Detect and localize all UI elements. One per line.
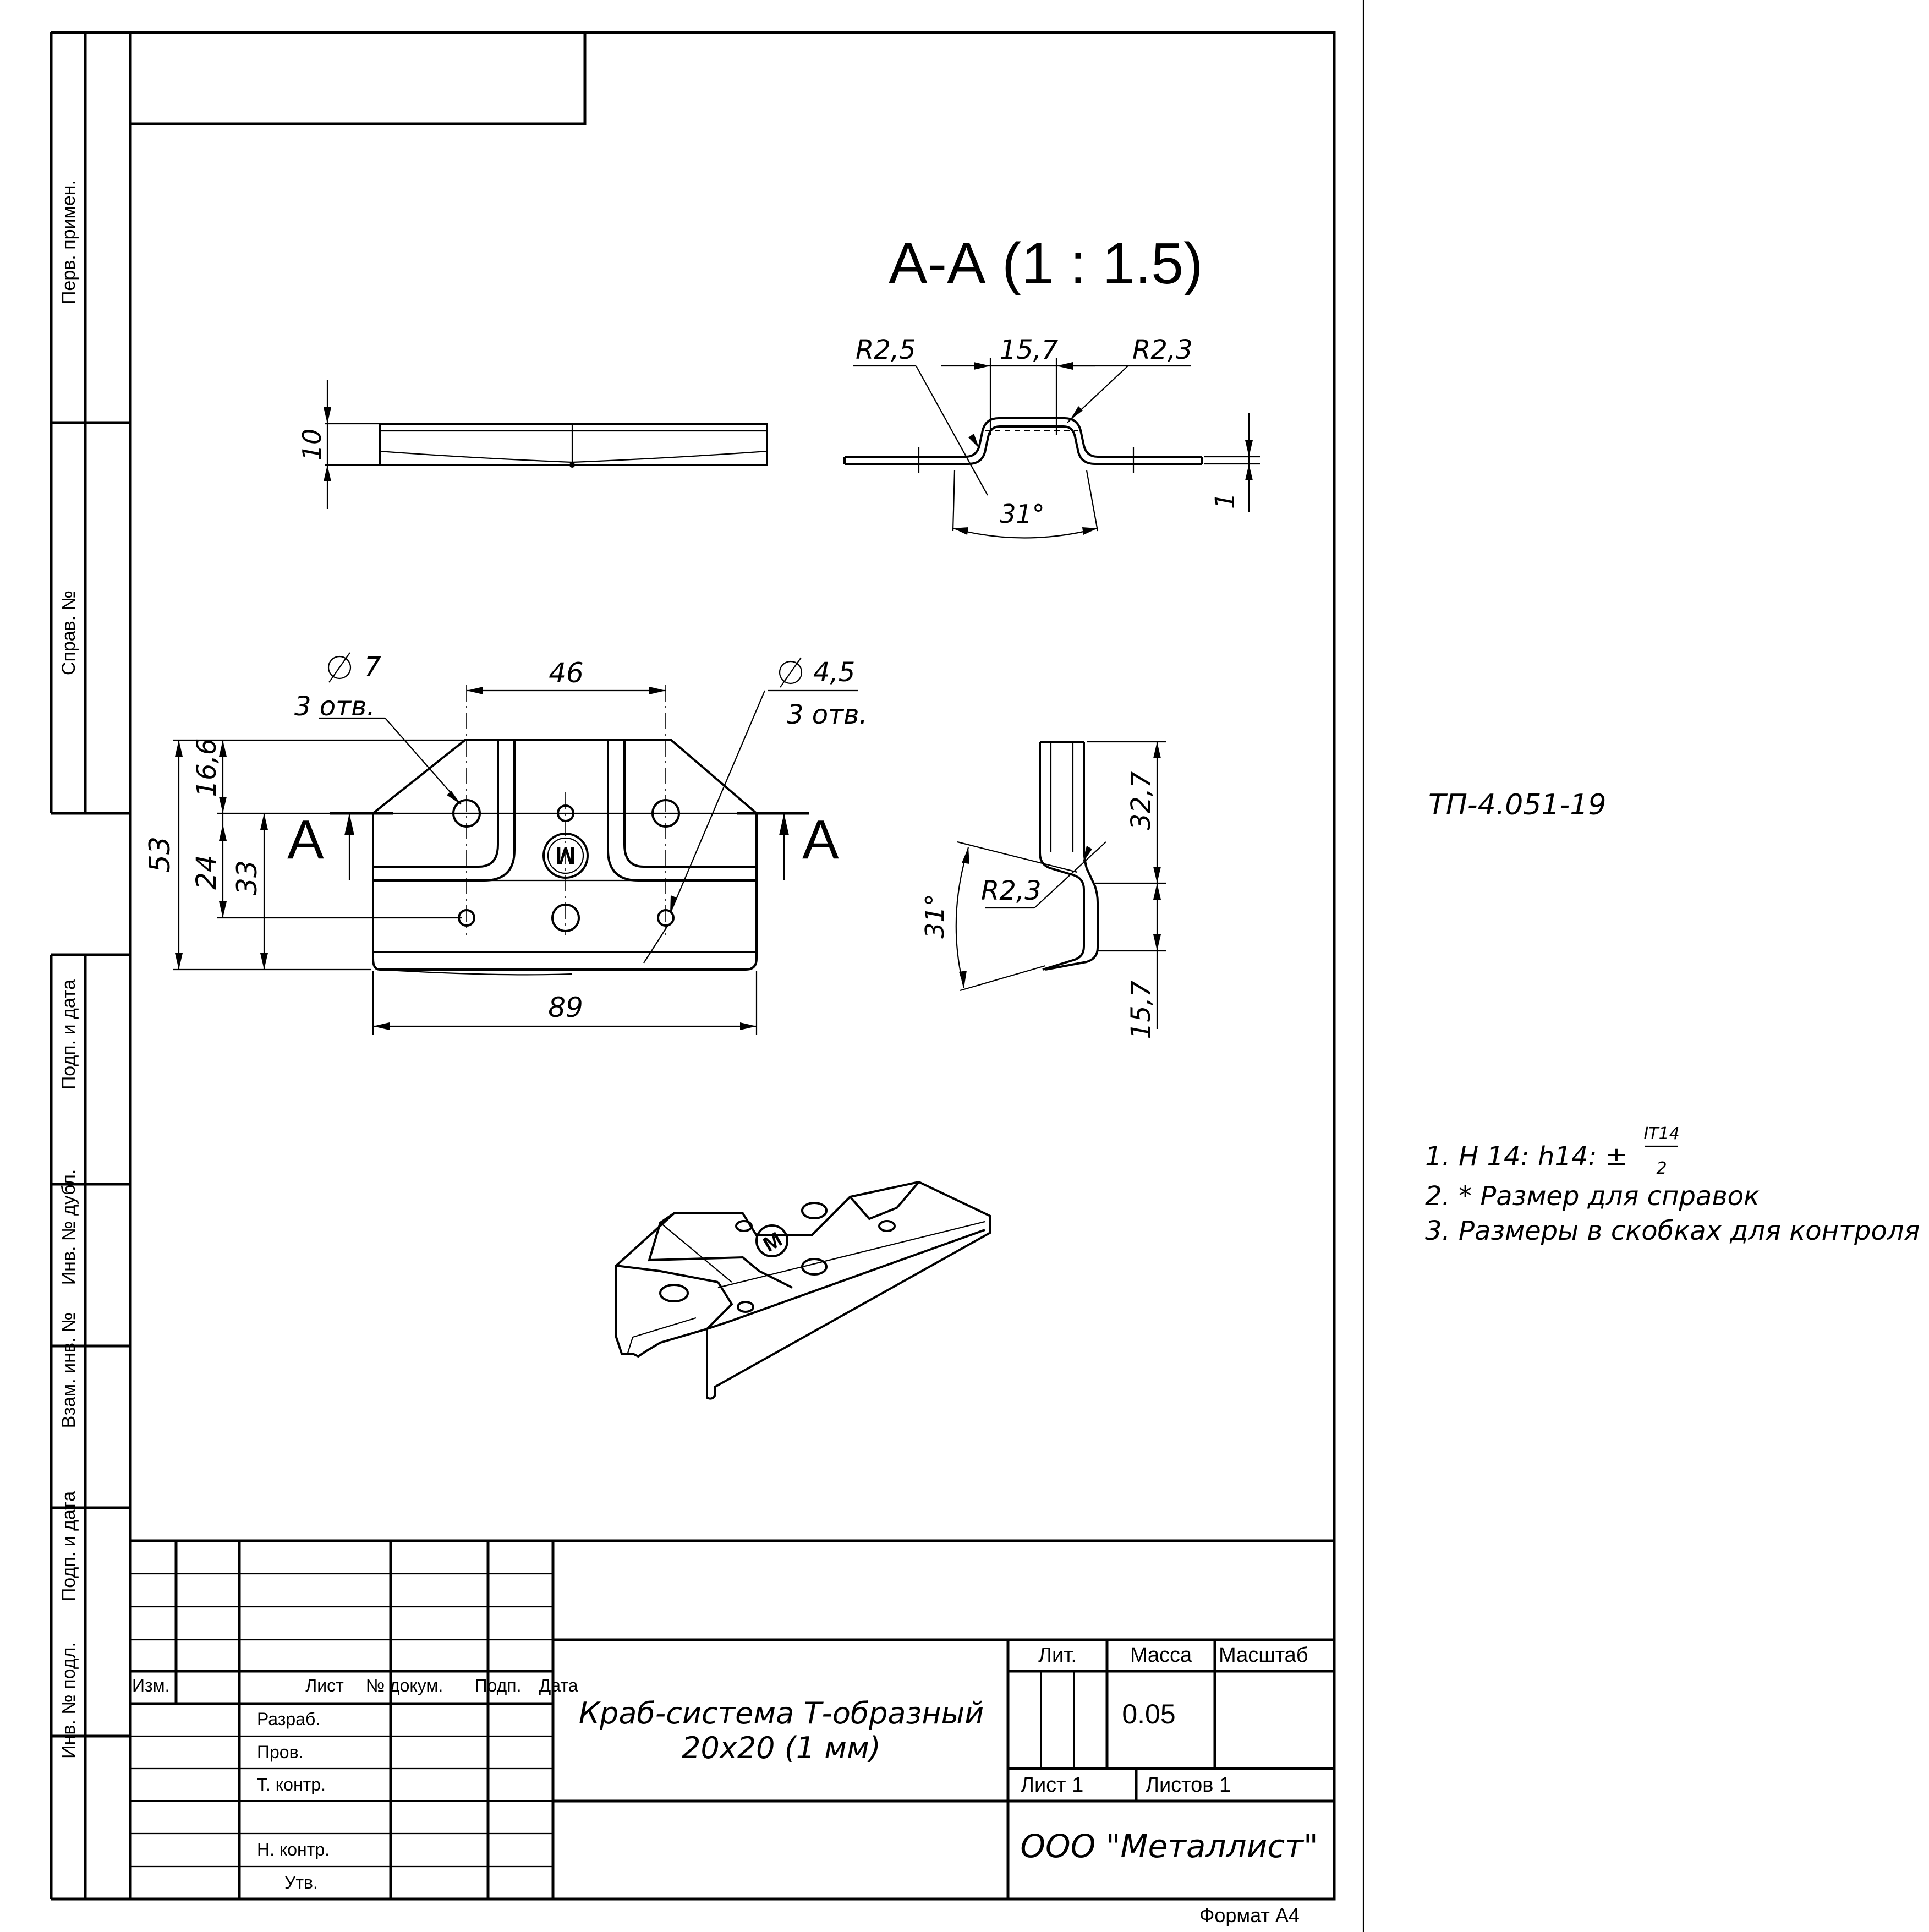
top-view-elevation	[324, 380, 768, 509]
col-list: Лист	[305, 1676, 344, 1695]
dim-16-6: 16,6	[191, 738, 222, 797]
row-utv: Утв.	[284, 1873, 318, 1892]
drawing-code: ТП-4.051-19	[1428, 789, 1606, 822]
format-label: Формат А4	[1199, 1904, 1300, 1926]
note-2: 2. * Размер для справок	[1425, 1181, 1760, 1212]
dim-r-left: R2,5	[856, 335, 916, 365]
dim-radius-side: R2,3	[981, 875, 1042, 906]
section-title: А-А (1 : 1.5)	[889, 231, 1203, 296]
stamp-inv-no-dubl: Инв. № дубл.	[58, 1169, 79, 1285]
sheet-frame	[129, 0, 1364, 1932]
dim-thickness-1: 1	[1210, 492, 1241, 510]
section-mark-right: А	[802, 809, 839, 871]
logo-letter: М	[556, 842, 576, 869]
title-block-grid	[130, 1539, 1334, 1899]
isometric-view: М	[615, 1180, 991, 1400]
hole-large-count: 3 отв.	[294, 691, 375, 722]
col-podp: Подп.	[475, 1676, 522, 1695]
company-name: ООО "Металлист"	[1020, 1827, 1318, 1865]
left-stamp-columns	[50, 31, 130, 1901]
hdr-massa: Масса	[1130, 1644, 1192, 1667]
part-name-line2: 20х20 (1 мм)	[682, 1731, 881, 1765]
stamp-inv-no-podl: Инв. № подл.	[58, 1642, 79, 1759]
note-1-numerator: IT14	[1643, 1124, 1679, 1143]
hdr-lit: Лит.	[1038, 1644, 1077, 1667]
row-t-kontr: Т. контр.	[257, 1775, 326, 1794]
note-3: 3. Размеры в скобках для контроля	[1425, 1216, 1920, 1246]
col-n-dokum: № докум.	[366, 1676, 443, 1695]
dim-24: 24	[190, 855, 222, 890]
dim-height-10: 10	[297, 429, 327, 461]
dim-53: 53	[144, 836, 177, 873]
hdr-masshtab: Масштаб	[1219, 1644, 1308, 1667]
row-razrab: Разраб.	[257, 1709, 320, 1729]
side-view	[955, 741, 1166, 1029]
row-n-kontr: Н. контр.	[257, 1840, 330, 1859]
dim-r-right: R2,3	[1132, 335, 1193, 365]
hole-large-diameter: 7	[364, 652, 381, 682]
stamp-podp-i-data-2: Подп. и дата	[58, 1491, 79, 1601]
row-prov: Пров.	[257, 1742, 303, 1762]
dim-angle-31: 31°	[1000, 499, 1045, 529]
dim-33: 33	[231, 860, 263, 895]
dim-upper-32-7: 32,7	[1126, 771, 1157, 830]
plan-view	[173, 685, 858, 1035]
dim-pitch-46: 46	[549, 657, 584, 689]
section-mark-left: А	[287, 809, 324, 871]
dim-width-15-7: 15,7	[1000, 335, 1059, 365]
col-data: Дата	[539, 1676, 578, 1695]
stamp-vzam-inv-no: Взам. инв. №	[58, 1312, 79, 1429]
col-izm: Изм.	[132, 1676, 170, 1695]
hole-small-count: 3 отв.	[787, 699, 868, 730]
dim-lower-15-7: 15,7	[1126, 980, 1157, 1039]
stamp-sprav-no: Справ. №	[58, 590, 79, 675]
stamp-podp-i-data-1: Подп. и дата	[58, 979, 79, 1090]
dim-width-89: 89	[548, 992, 583, 1024]
dim-angle-side: 31°	[920, 894, 950, 939]
part-name-line1: Краб-система Т-образный	[579, 1696, 984, 1731]
hole-small-diameter: 4,5	[813, 657, 855, 688]
sheet-count: Листов 1	[1146, 1774, 1231, 1797]
sheet-number: Лист 1	[1021, 1774, 1083, 1797]
note-1-prefix: 1. Н 14: h14: ±	[1425, 1141, 1627, 1172]
hole-small-callout: 4,5 3 отв.	[779, 657, 868, 730]
note-1-denominator: 2	[1656, 1159, 1667, 1178]
stamp-perv-primen: Перв. примен.	[58, 180, 79, 304]
hole-large-callout: 7 3 отв.	[294, 652, 381, 722]
section-profile	[843, 358, 1260, 539]
massa-value: 0.05	[1122, 1699, 1175, 1730]
notes: 1. Н 14: h14: ± IT14 2 2. * Размер для с…	[1425, 1124, 1920, 1246]
